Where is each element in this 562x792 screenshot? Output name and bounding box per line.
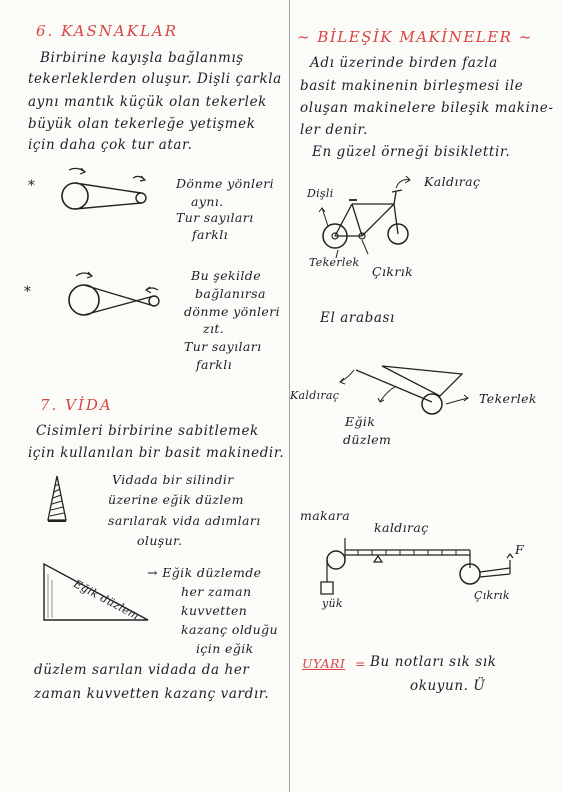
bullet-1: *	[28, 178, 36, 194]
conclusion-line-2: zaman kuvvetten kazanç vardır.	[34, 686, 270, 702]
case-1-line-3: Tur sayıları	[176, 210, 254, 225]
conclusion-line-1: düzlem sarılan vidada da her	[34, 662, 250, 678]
bike-label-wheel: Tekerlek	[309, 256, 360, 269]
compound-machines-title: ~ BİLEŞİK MAKİNELER ~	[297, 28, 533, 46]
screw-text-2: üzerine eğik düzlem	[108, 492, 244, 507]
compound-line-3: oluşan makinelere bileşik makine-	[300, 100, 554, 116]
incline-text-5: için eğik	[196, 641, 254, 656]
crane-label-load: yük	[322, 597, 343, 610]
wheelbarrow-label-wheel: Tekerlek	[479, 391, 537, 406]
warning-label: UYARI	[302, 656, 346, 671]
warning-text-2: okuyun. Ü	[410, 678, 486, 694]
screw-text-3: sarılarak vida adımları	[108, 513, 261, 528]
cross-belt-pulley-opposite-direction-figure	[60, 268, 170, 328]
crane-label-pulley: makara	[300, 508, 351, 523]
section-6-line-1: Birbirine kayışla bağlanmış	[40, 50, 244, 66]
screw-text-1: Vidada bir silindir	[112, 472, 234, 487]
incline-text-1: → Eğik düzlemde	[147, 565, 262, 580]
bullet-2: *	[24, 284, 32, 300]
bicycle-figure	[300, 174, 430, 264]
incline-text-3: kuvvetten	[181, 603, 248, 618]
section-7-line-1: Cisimleri birbirine sabitlemek	[36, 423, 259, 439]
warning-equals: =	[355, 656, 366, 671]
incline-text-4: kazanç olduğu	[181, 622, 278, 637]
screw-text-4: oluşur.	[137, 533, 183, 548]
bike-label-crank: Çıkrık	[372, 264, 414, 279]
wheelbarrow-label-incline-1: Eğik	[345, 414, 376, 429]
case-2-line-2: bağlanırsa	[195, 286, 266, 301]
case-2-line-3: dönme yönleri	[184, 304, 281, 319]
section-6-line-4: büyük olan tekerleğe yetişmek	[28, 116, 256, 132]
case-1-line-1: Dönme yönleri	[176, 176, 275, 191]
section-6-line-5: için daha çok tur atar.	[28, 137, 193, 153]
section-6-line-2: tekerleklerden oluşur. Dişli çarkla	[28, 71, 282, 87]
bike-label-gear: Dişli	[307, 187, 334, 200]
page-divider	[289, 0, 290, 792]
belt-pulley-same-direction-figure	[55, 166, 165, 216]
case-2-line-1: Bu şekilde	[191, 268, 261, 283]
inclined-plane-figure	[40, 560, 152, 622]
case-2-line-4: zıt.	[203, 321, 225, 336]
case-1-line-4: farklı	[192, 227, 229, 242]
section-6-title: 6. KASNAKLAR	[36, 22, 179, 40]
compound-line-4: ler denir.	[300, 122, 368, 138]
crane-label-crank: Çıkrık	[474, 589, 510, 602]
screw-icon	[44, 474, 70, 522]
compound-line-1: Adı üzerinde birden fazla	[310, 55, 498, 71]
section-6-line-3: aynı mantık küçük olan tekerlek	[28, 94, 267, 110]
compound-line-2: basit makinenin birleşmesi ile	[300, 78, 524, 94]
wheelbarrow-label-incline-2: düzlem	[343, 432, 392, 447]
section-7-line-2: için kullanılan bir basit makinedir.	[28, 445, 285, 461]
case-2-line-6: farklı	[196, 357, 233, 372]
crane-compound-machine-figure	[310, 528, 530, 614]
section-7-title: 7. VİDA	[40, 396, 113, 414]
crane-label-force: F	[515, 542, 525, 557]
wheelbarrow-label-lever: Kaldıraç	[290, 389, 340, 402]
wheelbarrow-figure	[300, 362, 490, 422]
case-1-line-2: aynı.	[191, 194, 224, 209]
case-2-line-5: Tur sayıları	[184, 339, 262, 354]
wheelbarrow-title: El arabası	[320, 310, 395, 326]
incline-text-2: her zaman	[181, 584, 252, 599]
bike-label-lever: Kaldıraç	[424, 174, 481, 189]
compound-line-5: En güzel örneği bisiklettir.	[312, 144, 511, 160]
warning-text-1: Bu notları sık sık	[370, 654, 497, 670]
crane-label-lever: kaldıraç	[374, 520, 429, 535]
